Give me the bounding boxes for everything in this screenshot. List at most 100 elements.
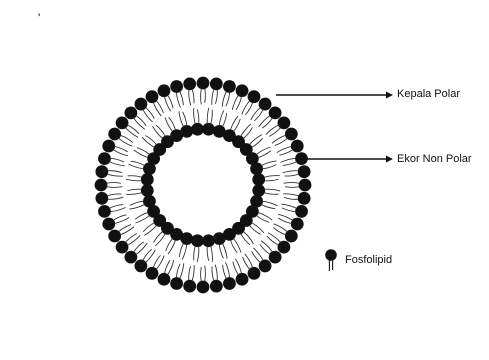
polar-head — [259, 98, 272, 111]
outer-leaflet-phospholipid — [95, 165, 122, 178]
polar-head — [180, 125, 193, 138]
nonpolar-tail — [125, 234, 137, 243]
nonpolar-tail — [284, 183, 300, 184]
outer-leaflet-phospholipid — [183, 265, 196, 292]
nonpolar-tail — [106, 187, 122, 188]
polar-head — [252, 173, 265, 186]
nonpolar-tail — [241, 124, 251, 136]
polar-head — [202, 123, 215, 136]
inner-leaflet-phospholipid — [126, 184, 154, 197]
nonpolar-tail — [285, 174, 299, 176]
nonpolar-tail — [154, 231, 163, 242]
nonpolar-tail — [207, 108, 209, 124]
nonpolar-tail — [251, 107, 261, 120]
polar-head — [116, 241, 129, 254]
nonpolar-tail — [197, 246, 199, 262]
nonpolar-tail-label: Ekor Non Polar — [397, 154, 472, 165]
polar-head — [95, 165, 108, 178]
polar-head — [135, 98, 148, 111]
nonpolar-tail — [107, 197, 123, 199]
nonpolar-tail — [182, 244, 187, 259]
polar-head — [259, 260, 272, 273]
nonpolar-tail — [249, 135, 261, 145]
nonpolar-tail — [145, 136, 156, 145]
nonpolar-tail — [241, 234, 250, 245]
nonpolar-tail — [260, 244, 270, 254]
nonpolar-tail — [128, 176, 142, 178]
nonpolar-tail — [264, 193, 278, 195]
nonpolar-tail — [207, 246, 209, 260]
nonpolar-tail — [197, 109, 199, 123]
nonpolar-tail — [126, 179, 142, 181]
nonpolar-tail — [127, 125, 138, 134]
nonpolar-tail — [133, 242, 143, 252]
nonpolar-tail — [230, 116, 238, 130]
nonpolar-tail — [189, 266, 191, 280]
polar-head — [298, 192, 311, 205]
nonpolar-tail — [192, 89, 194, 103]
polar-head-label: Kepala Polar — [397, 89, 460, 100]
nonpolar-tail — [201, 267, 202, 282]
nonpolar-tail — [155, 234, 165, 246]
nonpolar-tail — [222, 113, 226, 127]
nonpolar-tail — [219, 244, 223, 258]
polar-head — [210, 280, 223, 293]
nonpolar-tail — [268, 233, 281, 243]
outer-leaflet-phospholipid — [95, 192, 123, 205]
nonpolar-tail — [252, 138, 263, 147]
nonpolar-tail — [109, 162, 124, 166]
polar-head — [299, 179, 312, 192]
nonpolar-tail — [226, 92, 230, 106]
nonpolar-tail — [109, 205, 123, 209]
nonpolar-tail — [222, 91, 226, 106]
outer-leaflet-phospholipid — [197, 77, 210, 105]
inner-leaflet-phospholipid — [202, 234, 215, 262]
nonpolar-tail — [194, 108, 196, 124]
nonpolar-tail — [143, 223, 154, 232]
nonpolar-tail — [212, 89, 214, 105]
nonpolar-tail — [266, 125, 279, 135]
nonpolar-tail — [252, 251, 261, 263]
nonpolar-tail — [183, 112, 187, 126]
polar-head — [291, 218, 304, 231]
phospholipid-legend-label: Fosfolipid — [345, 255, 392, 266]
polar-head — [202, 234, 215, 247]
polar-head — [143, 195, 156, 208]
nonpolar-tail — [264, 189, 280, 191]
polar-head — [170, 80, 183, 93]
nonpolar-tail — [110, 208, 125, 212]
inner-leaflet-phospholipid — [191, 108, 204, 136]
nonpolar-tail — [168, 240, 176, 254]
nonpolar-tail — [107, 174, 123, 176]
outer-leaflet-phospholipid — [95, 179, 123, 192]
nonpolar-tail — [134, 150, 148, 158]
polar-head — [197, 281, 210, 294]
nonpolar-tail-arrowhead — [386, 156, 393, 163]
nonpolar-tail — [258, 212, 272, 220]
nonpolar-tail — [133, 118, 144, 129]
outer-leaflet-phospholipid — [197, 266, 210, 294]
polar-head — [170, 277, 183, 290]
polar-head — [250, 162, 263, 175]
nonpolar-tail — [222, 243, 227, 258]
polar-head — [223, 80, 236, 93]
nonpolar-tail — [262, 165, 276, 169]
nonpolar-tail — [212, 267, 214, 281]
nonpolar-tail — [146, 107, 155, 119]
polar-head — [141, 184, 154, 197]
nonpolar-tail — [107, 171, 121, 173]
nonpolar-tail — [205, 88, 206, 103]
nonpolar-tail — [245, 254, 253, 268]
nonpolar-tail — [215, 89, 217, 103]
nonpolar-tail — [136, 243, 147, 254]
nonpolar-tail — [136, 215, 150, 223]
nonpolar-tail — [153, 102, 161, 116]
corner-mark: ' — [38, 12, 40, 24]
nonpolar-tail — [267, 236, 279, 245]
outer-leaflet-phospholipid — [183, 77, 196, 105]
inner-leaflet-phospholipid — [179, 111, 193, 137]
nonpolar-tail — [215, 265, 217, 281]
outer-leaflet-phospholipid — [283, 165, 311, 178]
